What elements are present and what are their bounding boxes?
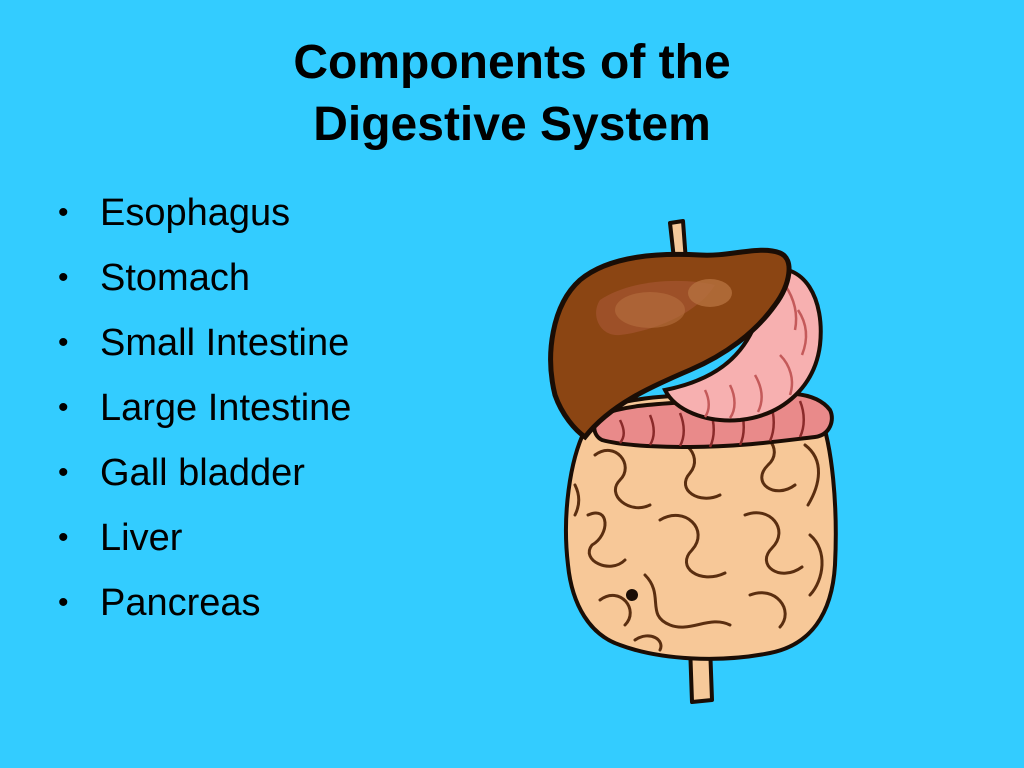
bullet-text: Small Intestine <box>100 322 350 364</box>
bullet-dot: • <box>58 326 69 359</box>
bullet-item-stomach: • Stomach <box>58 253 351 318</box>
bullet-dot: • <box>58 456 69 489</box>
bullet-item-liver: • Liver <box>58 513 351 578</box>
digestive-system-illustration <box>548 219 838 704</box>
bullet-text: Gall bladder <box>100 452 305 494</box>
bullet-text: Esophagus <box>100 192 291 234</box>
liver-shape <box>548 247 792 441</box>
bullet-item-small-intestine: • Small Intestine <box>58 318 351 383</box>
bullet-item-esophagus: • Esophagus <box>58 188 351 253</box>
slide-title-line-2: Digestive System <box>313 98 711 151</box>
bullet-item-pancreas: • Pancreas <box>58 578 351 643</box>
bullet-text: Liver <box>100 517 183 559</box>
bullet-dot: • <box>58 196 69 229</box>
bullet-dot: • <box>58 521 69 554</box>
bullet-dot: • <box>58 261 69 294</box>
slide-title: Components of the Digestive System <box>0 32 1024 156</box>
bullet-item-gall-bladder: • Gall bladder <box>58 448 351 513</box>
bullet-text: Large Intestine <box>100 387 352 429</box>
bullet-item-large-intestine: • Large Intestine <box>58 383 351 448</box>
bullet-text: Pancreas <box>100 582 261 624</box>
bullet-list: • Esophagus • Stomach • Small Intestine • La… <box>58 188 351 643</box>
slide-title-line-1: Components of the <box>293 36 731 89</box>
stomach-shape <box>662 266 823 423</box>
bullet-text: Stomach <box>100 257 250 299</box>
bullet-dot: • <box>58 391 69 424</box>
bullet-dot: • <box>58 586 69 619</box>
